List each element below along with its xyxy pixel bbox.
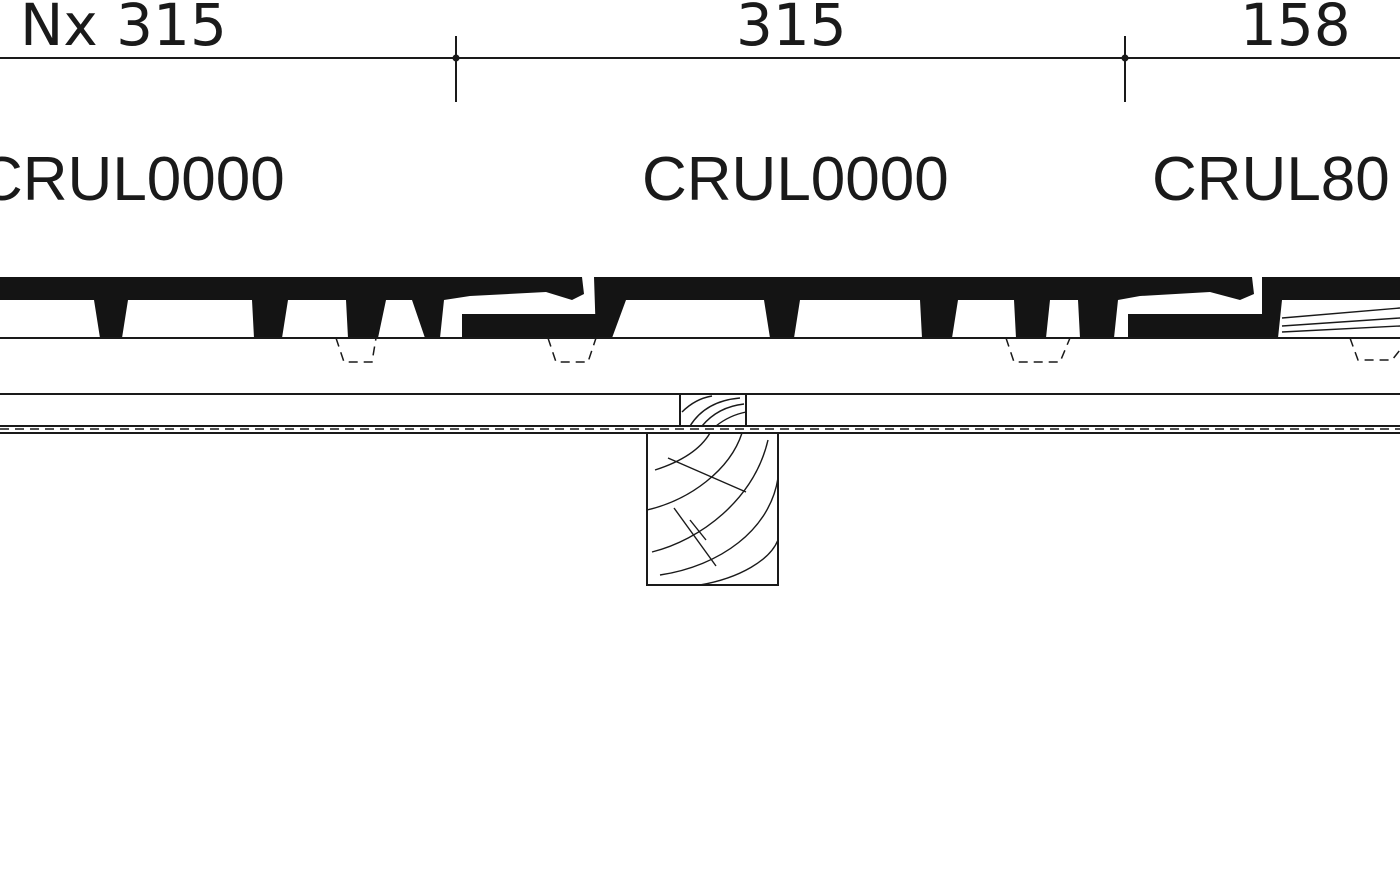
counter-batten bbox=[679, 393, 747, 427]
tile-code-right: CRUL80 bbox=[1152, 145, 1390, 214]
tile-profile-right bbox=[1262, 277, 1400, 338]
tile-profile-middle bbox=[594, 277, 1254, 338]
interlock-middle bbox=[1128, 314, 1262, 338]
rafter-section bbox=[646, 432, 779, 586]
dimension-label-right: 158 bbox=[1240, 0, 1351, 59]
tile-code-left: CRUL0000 bbox=[0, 145, 285, 214]
dimension-label-left: Nx 315 bbox=[20, 0, 227, 59]
interlock-left bbox=[462, 314, 600, 338]
tile-profile-left bbox=[0, 277, 584, 338]
dimension-line bbox=[0, 36, 1400, 102]
tile-profile-row bbox=[0, 277, 1400, 338]
hidden-nibs bbox=[335, 337, 1400, 363]
dimension-label-middle: 315 bbox=[736, 0, 847, 59]
tile-code-middle: CRUL0000 bbox=[642, 145, 949, 214]
